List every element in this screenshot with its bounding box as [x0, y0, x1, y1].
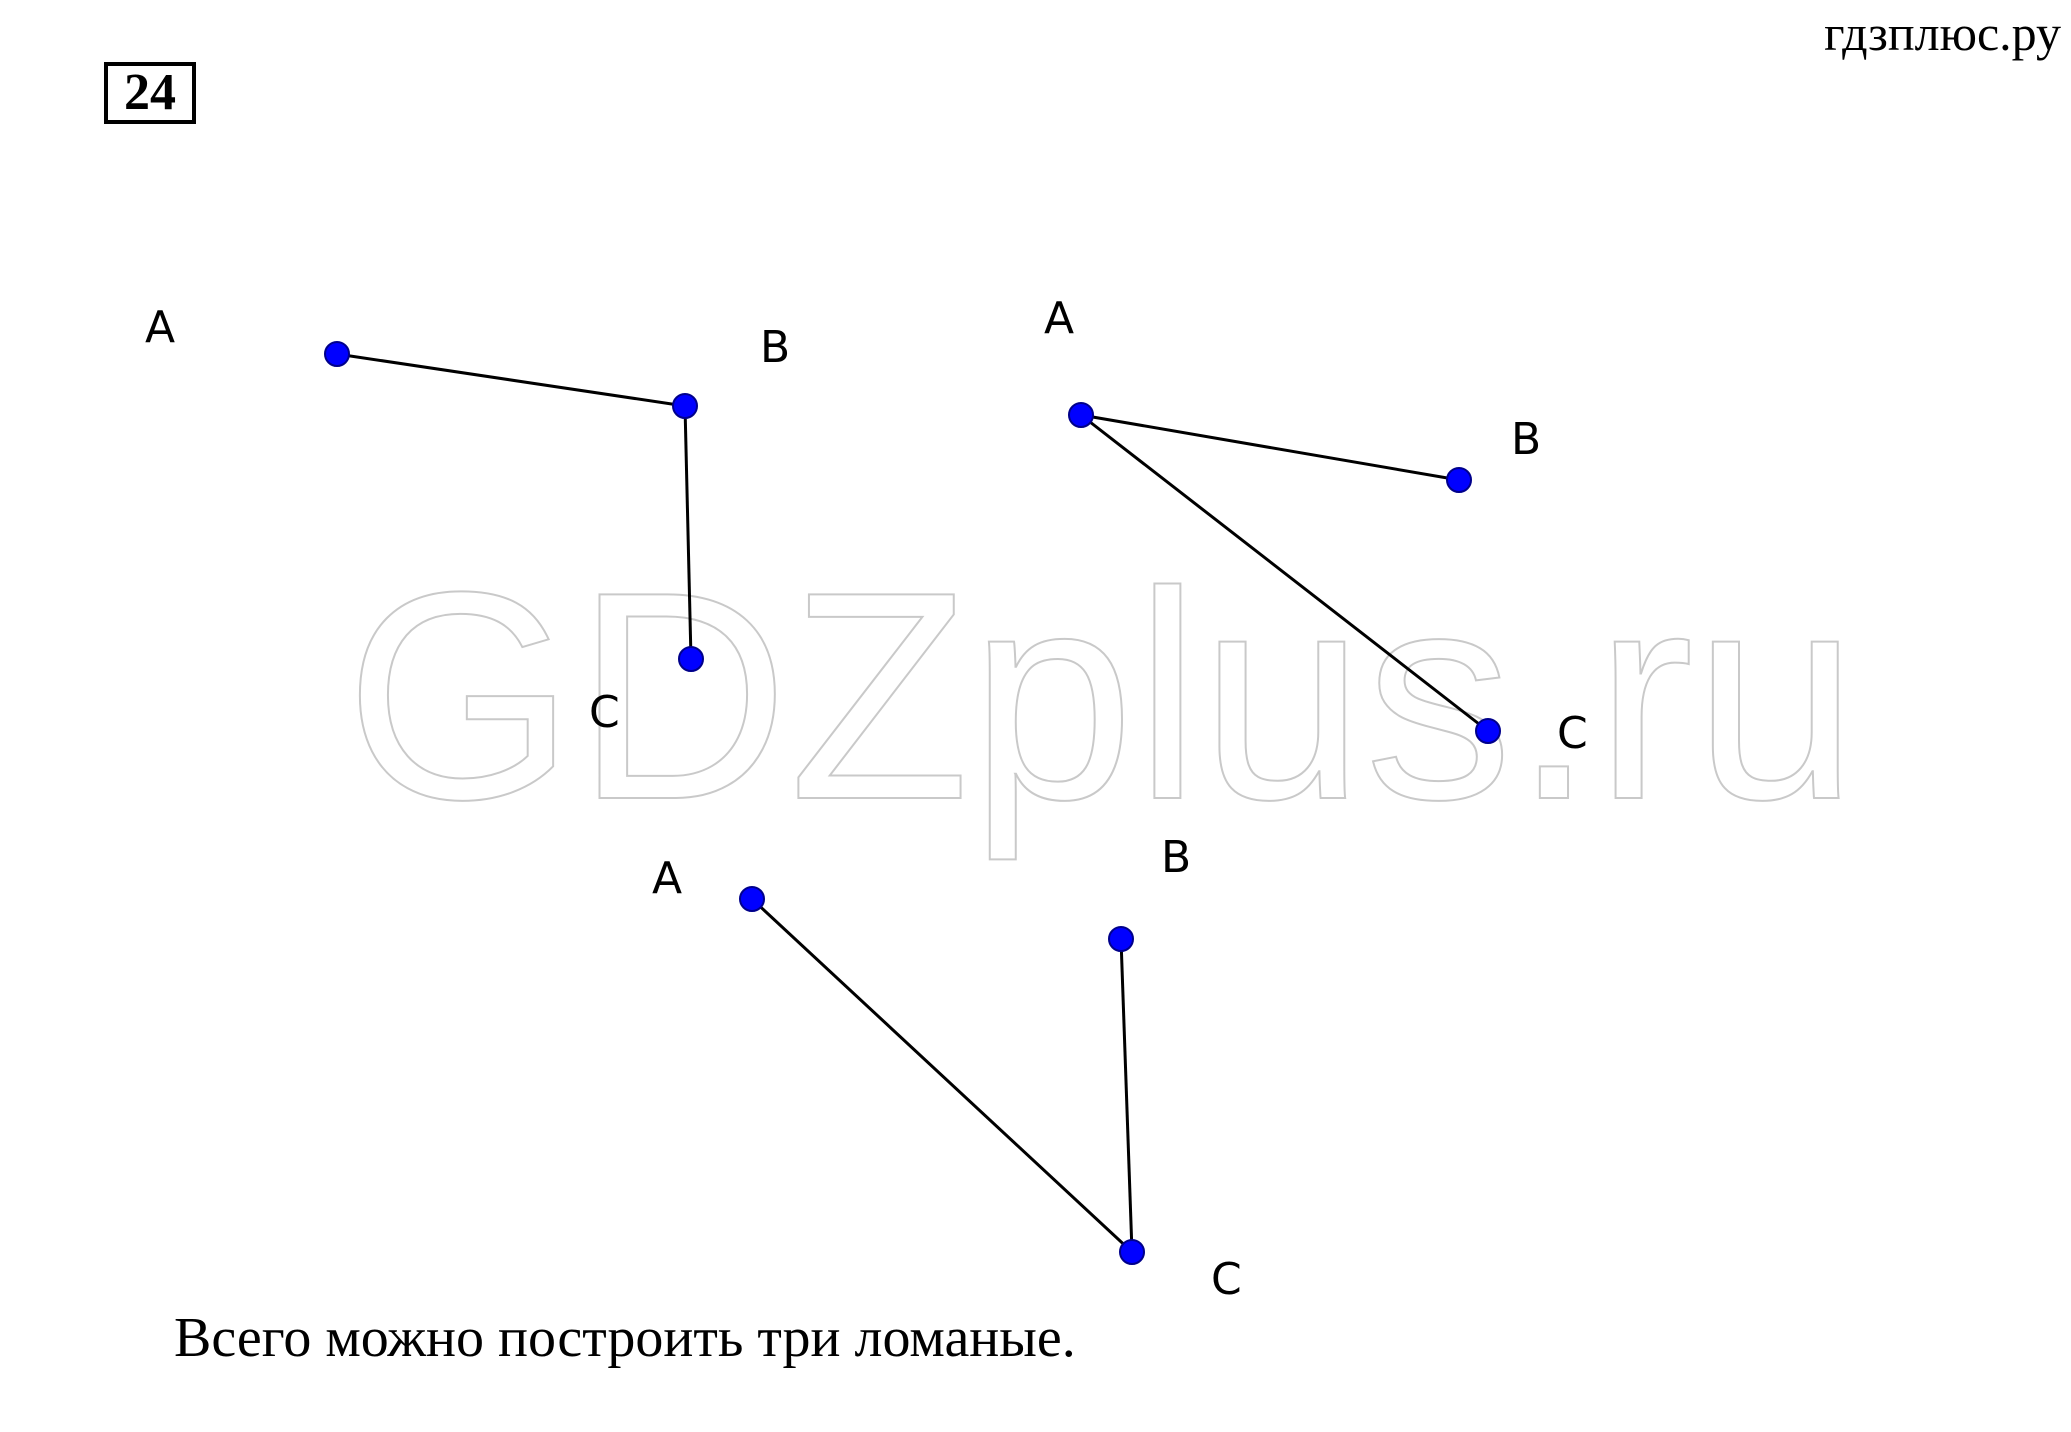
polyline-2: A B C: [1044, 293, 1588, 759]
segment-ac: [750, 897, 1134, 1254]
segment-bc: [683, 405, 693, 660]
polyline-1: A B C: [145, 302, 790, 738]
watermark: GDZplus.ru: [345, 530, 1858, 863]
vertex-c: [1119, 1239, 1145, 1265]
segment-ac: [1080, 413, 1489, 733]
answer-text: Всего можно построить три ломаные.: [174, 1307, 1076, 1369]
label-a: A: [145, 302, 175, 353]
task-number-box: 24: [104, 62, 196, 124]
label-c: C: [1211, 1254, 1242, 1305]
task-number: 24: [124, 64, 176, 121]
vertex-b: [672, 393, 698, 419]
site-name: гдзплюс.ру: [1824, 5, 2061, 61]
label-a: A: [652, 853, 682, 904]
vertex-c: [678, 646, 704, 672]
label-c: C: [1557, 708, 1588, 759]
label-c: C: [589, 687, 620, 738]
label-a: A: [1044, 293, 1074, 344]
vertex-a: [739, 886, 765, 912]
vertex-b: [1446, 467, 1472, 493]
label-b: B: [760, 322, 790, 373]
polyline-3: A B C: [652, 832, 1242, 1305]
segment-ab: [1080, 413, 1460, 482]
vertex-a: [324, 341, 350, 367]
vertex-c: [1475, 718, 1501, 744]
vertex-b: [1108, 926, 1134, 952]
segment-cb: [1119, 938, 1134, 1253]
vertex-a: [1068, 402, 1094, 428]
label-b: B: [1511, 414, 1541, 465]
label-b: B: [1161, 832, 1191, 883]
segment-ab: [336, 352, 686, 408]
